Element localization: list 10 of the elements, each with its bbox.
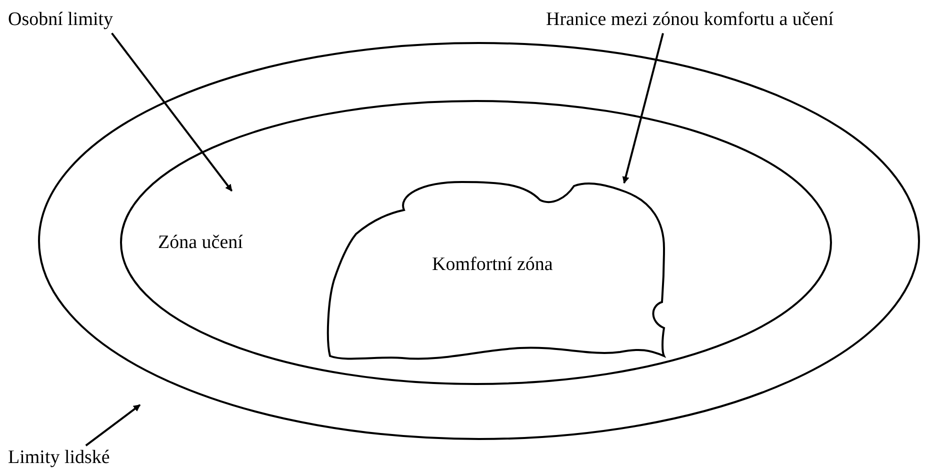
callout-label: Limity lidské: [8, 446, 126, 470]
zone-ellipse: [38, 42, 920, 440]
zone-ellipse: [120, 100, 832, 385]
zone-label: Zóna učení: [158, 232, 243, 254]
arrow: [622, 32, 664, 184]
callout-label: Osobní limity: [8, 8, 126, 32]
arrow: [85, 404, 141, 446]
arrow: [111, 32, 233, 192]
zone-label: Komfortní zóna: [432, 254, 553, 276]
callout-label: Hranice mezi zónou komfortu a učení: [546, 8, 946, 32]
